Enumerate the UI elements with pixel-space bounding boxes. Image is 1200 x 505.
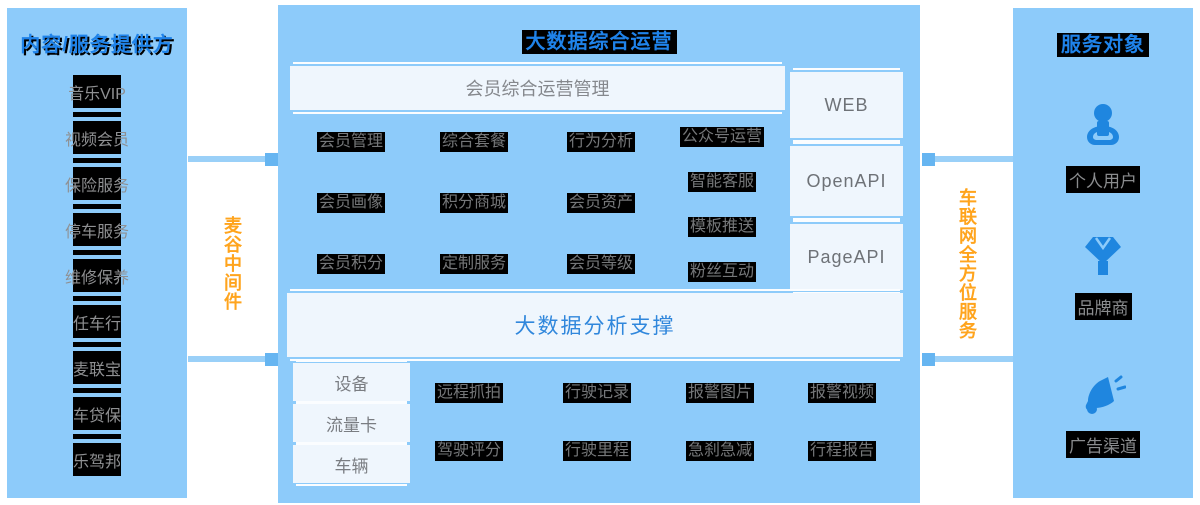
analysis-support-bar: 大数据分析支撑 bbox=[287, 289, 903, 361]
left-connector-cap-bottom bbox=[265, 353, 278, 366]
telematics-item: 行驶记录 bbox=[563, 383, 632, 403]
member-item: 会员管理 bbox=[317, 132, 386, 152]
provider-item-label: 任车行 bbox=[73, 305, 121, 338]
audience-personal-user: 个人用户 bbox=[1013, 102, 1193, 193]
member-item: 会员等级 bbox=[567, 254, 636, 274]
left-connector-bar-top bbox=[188, 156, 265, 162]
wechat-item: 公众号运营 bbox=[679, 127, 764, 147]
left-panel: 内容/服务提供方 音乐VIP 视频会员 保险服务 停车服务 维修保养 任车行 麦… bbox=[7, 8, 187, 498]
right-connector-label: 车联网全方位服务 bbox=[957, 188, 977, 340]
wechat-items-column: 公众号运营 智能客服 模板推送 粉丝互动 bbox=[678, 127, 766, 282]
telematics-item: 报警视频 bbox=[808, 383, 877, 403]
diamond-icon bbox=[1080, 233, 1126, 279]
right-connector-cap-top bbox=[922, 153, 935, 166]
provider-item: 维修保养 bbox=[65, 259, 129, 305]
provider-item-label: 视频会员 bbox=[65, 121, 129, 154]
provider-item-label: 停车服务 bbox=[65, 213, 129, 246]
right-connector-cap-bottom bbox=[922, 353, 935, 366]
provider-item-label: 乐驾邦 bbox=[73, 443, 121, 476]
data-source-column: 设备 流量卡 车辆 bbox=[293, 360, 410, 486]
wechat-item: 粉丝互动 bbox=[687, 262, 756, 282]
wechat-item: 模板推送 bbox=[687, 217, 756, 237]
telematics-item: 急刹急减 bbox=[686, 441, 755, 461]
member-item: 行为分析 bbox=[567, 132, 636, 152]
provider-item: 视频会员 bbox=[65, 121, 129, 167]
left-connector-label: 麦谷中间件 bbox=[222, 216, 242, 311]
left-connector-cap-top bbox=[265, 153, 278, 166]
right-connector-bar-top bbox=[935, 156, 1013, 162]
member-items-grid: 会员管理 综合套餐 行为分析 会员画像 积分商城 会员资产 会员积分 定制服务 … bbox=[317, 132, 687, 315]
source-box-simcard: 流量卡 bbox=[293, 401, 410, 445]
provider-item-label: 保险服务 bbox=[65, 167, 129, 200]
megaphone-icon bbox=[1080, 371, 1126, 417]
left-connector-bar-bottom bbox=[188, 356, 265, 362]
audience-label: 品牌商 bbox=[1074, 293, 1132, 320]
telematics-item: 驾驶评分 bbox=[435, 441, 504, 461]
api-column: WEB OpenAPI PageAPI bbox=[790, 68, 903, 298]
provider-item: 麦联宝 bbox=[73, 351, 121, 397]
center-panel-title: 大数据综合运营 bbox=[278, 25, 920, 54]
wechat-item: 智能客服 bbox=[687, 172, 756, 192]
audience-label: 个人用户 bbox=[1066, 166, 1140, 193]
provider-item: 停车服务 bbox=[65, 213, 129, 259]
telematics-item: 行驶里程 bbox=[563, 441, 632, 461]
center-panel-title-text: 大数据综合运营 bbox=[521, 30, 677, 54]
member-item: 会员画像 bbox=[317, 193, 386, 213]
telematics-item: 报警图片 bbox=[686, 383, 755, 403]
right-panel-title-text: 服务对象 bbox=[1057, 33, 1149, 57]
provider-item: 车贷保 bbox=[73, 397, 121, 443]
provider-item-label: 车贷保 bbox=[73, 397, 121, 430]
member-item: 综合套餐 bbox=[440, 132, 509, 152]
provider-list: 音乐VIP 视频会员 保险服务 停车服务 维修保养 任车行 麦联宝 车贷保 乐驾… bbox=[7, 75, 187, 476]
left-panel-title-text: 内容/服务提供方 bbox=[20, 34, 174, 56]
provider-item: 保险服务 bbox=[65, 167, 129, 213]
provider-item-label: 维修保养 bbox=[65, 259, 129, 292]
member-item: 会员资产 bbox=[567, 193, 636, 213]
audience-label: 广告渠道 bbox=[1066, 431, 1140, 458]
telematics-item: 行程报告 bbox=[808, 441, 877, 461]
api-box-web: WEB bbox=[790, 68, 903, 142]
member-operation-bar: 会员综合运营管理 bbox=[290, 62, 785, 114]
left-panel-title: 内容/服务提供方 bbox=[7, 28, 187, 57]
center-panel: 大数据综合运营 会员综合运营管理 会员管理 综合套餐 行为分析 会员画像 积分商… bbox=[278, 5, 920, 503]
right-connector-bar-bottom bbox=[935, 356, 1013, 362]
audience-brand: 品牌商 bbox=[1013, 233, 1193, 320]
provider-item-label: 音乐VIP bbox=[68, 75, 126, 108]
api-box-openapi: OpenAPI bbox=[790, 142, 903, 220]
provider-item-label: 麦联宝 bbox=[73, 351, 121, 384]
provider-item: 乐驾邦 bbox=[73, 443, 121, 476]
source-box-device: 设备 bbox=[293, 360, 410, 404]
source-box-vehicle: 车辆 bbox=[293, 442, 410, 486]
provider-item: 音乐VIP bbox=[68, 75, 126, 121]
member-item: 会员积分 bbox=[317, 254, 386, 274]
member-item: 积分商城 bbox=[440, 193, 509, 213]
telematics-items-grid: 远程抓拍 行驶记录 报警图片 报警视频 驾驶评分 行驶里程 急刹急减 行程报告 bbox=[435, 383, 898, 499]
right-panel-title: 服务对象 bbox=[1013, 28, 1193, 57]
audience-ad-channel: 广告渠道 bbox=[1013, 371, 1193, 458]
telematics-item: 远程抓拍 bbox=[435, 383, 504, 403]
right-panel: 服务对象 个人用户 品牌商 bbox=[1013, 8, 1193, 498]
member-item: 定制服务 bbox=[440, 254, 509, 274]
person-icon bbox=[1079, 102, 1127, 152]
provider-item: 任车行 bbox=[73, 305, 121, 351]
api-box-pageapi: PageAPI bbox=[790, 220, 903, 294]
